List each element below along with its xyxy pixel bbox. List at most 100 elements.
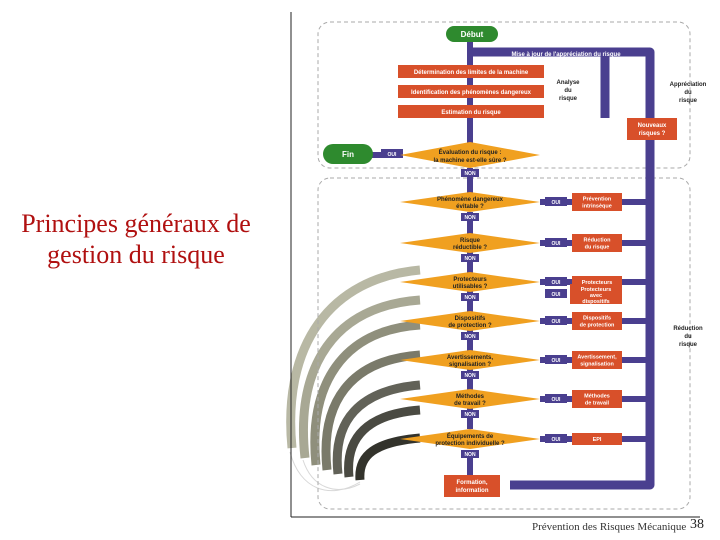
extra-box: Protecteurs avec dispositifs — [570, 284, 622, 305]
feedback-loop — [470, 47, 655, 490]
decision-diamond — [400, 429, 540, 449]
decision-diamond — [400, 192, 540, 212]
decision-question: réductible ? — [453, 245, 487, 251]
analysis-dashed-box — [317, 21, 691, 169]
decision-question: évitable ? — [456, 204, 484, 210]
action-box — [572, 193, 622, 211]
svg-text:information: information — [456, 488, 489, 494]
arc-6 — [344, 405, 421, 478]
decision-question: de protection ? — [448, 323, 492, 329]
decision-question: protection individuelle ? — [435, 441, 505, 447]
decision-question: utilisables ? — [453, 284, 488, 290]
new-risks-node: Nouveaux risques ? — [627, 118, 677, 140]
action-label: intrinsèque — [582, 204, 612, 210]
yes-tag-label: OUI — [552, 358, 562, 364]
action-label: Méthodes — [584, 394, 610, 400]
step-label-3: Estimation du risque — [441, 110, 501, 116]
yes-tag — [545, 394, 567, 403]
svg-text:du: du — [684, 334, 692, 340]
title-line-2: gestion du risque — [47, 240, 225, 269]
no-tag-label: NON — [464, 295, 476, 301]
yes-tag-label: OUI — [552, 319, 562, 325]
yes-tag-label: OUI — [552, 397, 562, 403]
no-tag-label: NON — [464, 373, 476, 379]
no-tag-label: NON — [464, 412, 476, 418]
action-label: Prévention — [583, 197, 612, 203]
step-box-1 — [398, 65, 544, 78]
action-label: Dispositifs — [583, 316, 611, 322]
start-node: Début — [446, 26, 498, 42]
no-tag — [461, 450, 479, 458]
action-label: Protecteurs — [582, 280, 613, 286]
action-label: EPI — [593, 437, 602, 443]
action-label: Avertissement, — [577, 355, 617, 361]
decorative-arcs — [286, 265, 421, 481]
action-label: Réduction — [584, 238, 612, 244]
eval-node: Évaluation du risque : la machine est-el… — [400, 142, 540, 168]
action-box — [572, 390, 622, 408]
action-label: de protection — [580, 323, 615, 329]
extra-yes-tag: OUI — [545, 289, 567, 298]
no-tag-eval: NON — [461, 169, 479, 177]
action-label: du risque — [585, 245, 610, 251]
decision-question: Avertissements, — [447, 355, 493, 361]
decision-question: Phénomène dangereux — [437, 197, 504, 203]
no-tag — [461, 213, 479, 221]
page-number: 38 — [690, 517, 704, 532]
start-label: Début — [461, 30, 484, 39]
no-tag — [461, 254, 479, 262]
loop-path — [470, 47, 655, 490]
no-tag-label: NON — [464, 452, 476, 458]
svg-text:Évaluation du risque :: Évaluation du risque : — [439, 148, 502, 156]
reduction-dashed-box — [317, 177, 691, 510]
yes-tag — [545, 197, 567, 206]
arc-5 — [332, 380, 421, 475]
return-connectors — [622, 199, 650, 442]
no-tag — [461, 410, 479, 418]
analysis-steps: Détermination des limites de la machine … — [398, 65, 544, 118]
no-tag — [461, 332, 479, 340]
svg-text:NON: NON — [464, 171, 476, 177]
decision-question: de travail ? — [454, 401, 486, 407]
title-line-1: Principes généraux de — [21, 209, 251, 238]
no-tag-label: NON — [464, 215, 476, 221]
yes-tag — [545, 434, 567, 443]
update-label: Mise à jour de l'appréciation du risque — [511, 52, 621, 58]
action-box — [572, 433, 622, 445]
decision-5: Avertissements,signalisation ? OUI NON Aver… — [400, 350, 622, 379]
yes-tag-label: OUI — [552, 437, 562, 443]
svg-text:dispositifs: dispositifs — [582, 299, 610, 305]
yes-tag — [545, 355, 567, 364]
decision-question: Méthodes — [456, 394, 485, 400]
end-label: Fin — [342, 150, 354, 159]
svg-text:du: du — [564, 88, 572, 94]
analysis-label: Analyse du risque — [556, 80, 580, 102]
decision-diamond — [400, 311, 540, 331]
final-node: Formation, information — [444, 475, 500, 497]
svg-text:Analyse: Analyse — [556, 80, 580, 86]
svg-text:risques ?: risques ? — [639, 131, 666, 137]
decision-question: signalisation ? — [449, 362, 491, 368]
decision-diamond — [400, 389, 540, 409]
svg-text:Appréciation: Appréciation — [670, 82, 707, 88]
no-tag-label: NON — [464, 334, 476, 340]
step-box-3 — [398, 105, 544, 118]
step-box-2 — [398, 85, 544, 98]
yes-tag-eval: OUI — [381, 149, 403, 158]
yes-tag — [545, 316, 567, 325]
decision-diamond — [400, 233, 540, 253]
decision-question: Équipements de — [447, 432, 494, 440]
svg-text:Nouveaux: Nouveaux — [638, 123, 667, 129]
svg-text:risque: risque — [679, 98, 698, 104]
end-node: Fin — [323, 144, 373, 164]
svg-text:Réduction: Réduction — [673, 326, 703, 332]
step-label-2: Identification des phénomènes dangereux — [411, 90, 532, 96]
arc-3 — [310, 320, 421, 466]
decision-question: Risque — [460, 238, 481, 244]
svg-text:du: du — [684, 90, 692, 96]
